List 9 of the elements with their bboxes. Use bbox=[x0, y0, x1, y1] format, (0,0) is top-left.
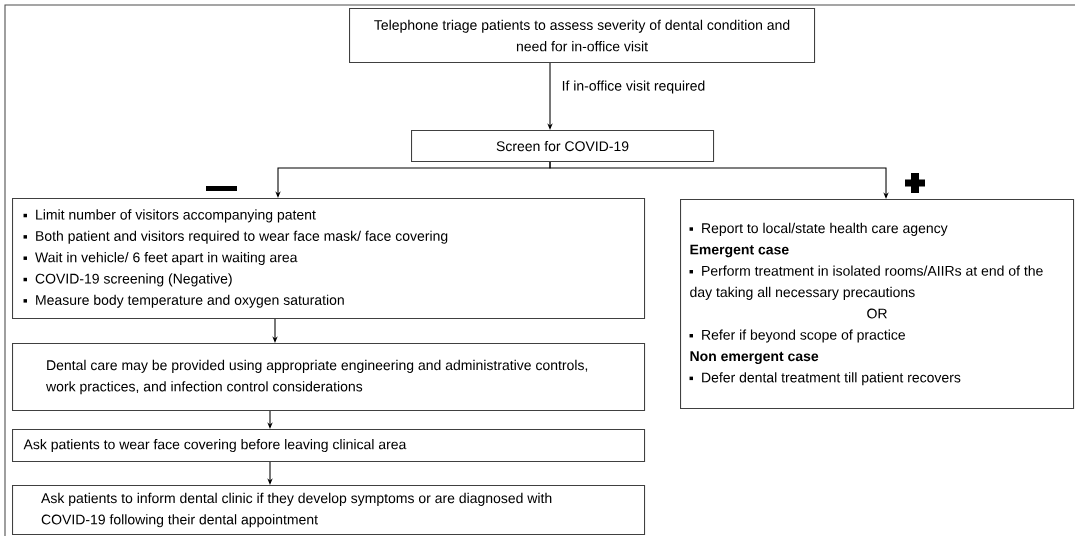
process-box: Report to local/state health care agency Emergent case Perform treatment in isolated rooms/AIIRs at end of the day taking all necessary precautions OR Refer if beyond scope of practice Non emergent case Defer dental treatment till patient recovers bbox=[680, 199, 1075, 410]
process-box: Telephone triage patients to assess severity of dental condition and need for in-office visit bbox=[349, 8, 816, 64]
arrow bbox=[549, 161, 889, 199]
process-box: Dental care may be provided using appropriate engineering and administrative controls, work practices, and infection control considerations bbox=[12, 343, 646, 412]
process-box: Ask patients to wear face covering before leaving clinical area bbox=[12, 429, 646, 463]
process-box: Ask patients to inform dental clinic if they develop symptoms or are diagnosed with COVID-19 following their dental appointment bbox=[12, 485, 646, 536]
process-box: Screen for COVID-19 bbox=[411, 130, 715, 163]
process-box: Limit number of visitors accompanying patent Both patient and visitors required to wear face mask/ face covering Wait in vehicle/ 6 feet apart in waiting area COVID-19 screening (Negative) Measure body temperature and oxygen saturation bbox=[12, 198, 646, 320]
edge-label: If in-office visit required bbox=[560, 79, 707, 95]
